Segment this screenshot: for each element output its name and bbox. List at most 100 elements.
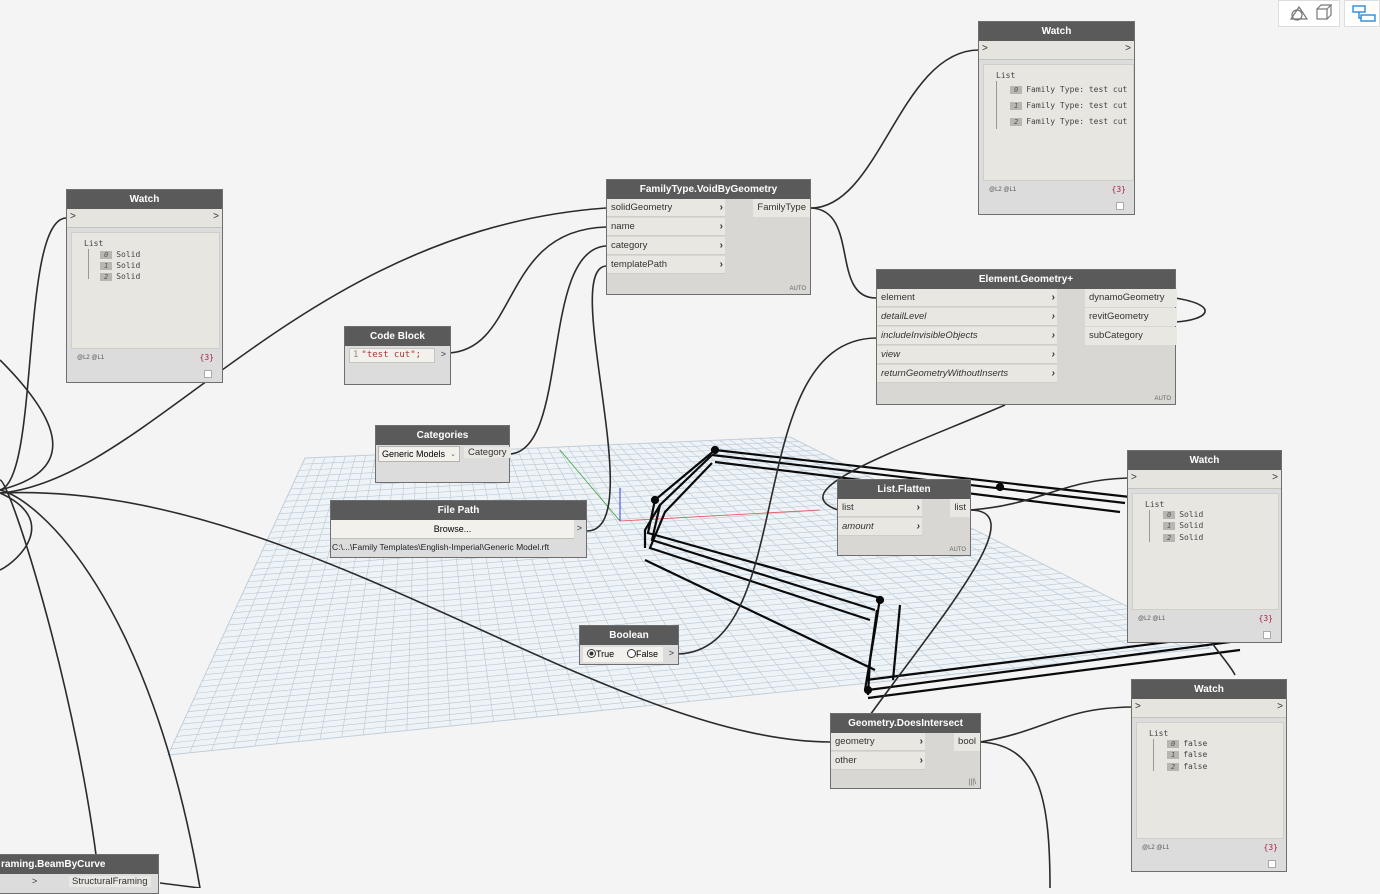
input-port-geometry[interactable]: geometry›	[831, 733, 925, 751]
input-port-amount[interactable]: amount›	[838, 518, 922, 536]
input-port-list[interactable]: list›	[838, 499, 922, 517]
toolbar-geometry-view[interactable]	[1278, 0, 1340, 27]
lacing-label: AUTO	[789, 286, 806, 292]
category-dropdown[interactable]: Generic Models ⌄	[378, 446, 460, 462]
lacing-label: AUTO	[949, 547, 966, 553]
output-port[interactable]: >	[1277, 701, 1283, 712]
output-port[interactable]: >	[440, 349, 446, 359]
lacing-label: AUTO	[1154, 396, 1171, 402]
output-port[interactable]: >	[1125, 43, 1131, 54]
input-port-view[interactable]: view›	[877, 346, 1057, 364]
freeze-checkbox[interactable]	[1116, 202, 1124, 210]
input-port-includeinvisible[interactable]: includeInvisibleObjects›	[877, 327, 1057, 345]
node-title: Watch	[979, 22, 1134, 41]
item-count: {3}	[199, 353, 214, 362]
output-port-structuralframing[interactable]: StructuralFraming	[69, 876, 151, 887]
freeze-checkbox[interactable]	[1268, 860, 1276, 868]
input-port-templatepath[interactable]: templatePath›	[607, 256, 725, 274]
graph-view-icon	[1352, 5, 1376, 22]
output-port[interactable]: >	[668, 648, 674, 658]
list-levels: @L2 @L1	[989, 187, 1017, 193]
node-title: Element.Geometry+	[877, 270, 1175, 289]
wires	[0, 49, 1236, 888]
node-title: Watch	[1128, 451, 1281, 470]
input-port-element[interactable]: element›	[877, 289, 1057, 307]
node-title: Watch	[67, 190, 222, 209]
input-port-returngeometry[interactable]: returnGeometryWithoutInserts›	[877, 365, 1057, 383]
element-geometry-node[interactable]: Element.Geometry+ element› detailLevel› …	[876, 269, 1177, 405]
input-port[interactable]: >	[32, 876, 38, 886]
list-levels: @L2 @L1	[77, 355, 105, 361]
categories-node[interactable]: Categories Generic Models ⌄ Category	[375, 425, 511, 483]
code-editor[interactable]: 1"test cut";	[349, 348, 435, 363]
input-port[interactable]: >	[1131, 472, 1137, 483]
true-radio[interactable]: True	[587, 647, 614, 662]
node-title: Code Block	[345, 327, 450, 346]
node-title: List.Flatten	[838, 480, 970, 499]
file-path-node[interactable]: File Path Browse... > C:\...\Family Temp…	[330, 500, 587, 558]
output-port-familytype[interactable]: FamilyType	[753, 199, 810, 217]
input-port[interactable]: >	[982, 43, 988, 54]
item-count: {3}	[1258, 614, 1273, 623]
item-count: {3}	[1263, 843, 1278, 852]
input-port-name[interactable]: name›	[607, 218, 725, 236]
output-port-subcategory[interactable]: subCategory	[1085, 327, 1177, 345]
browse-button[interactable]: Browse...	[331, 520, 574, 539]
list-levels: @L2 @L1	[1138, 616, 1166, 622]
node-title: Boolean	[580, 626, 678, 645]
node-title: Geometry.DoesIntersect	[831, 714, 980, 733]
file-path-text: C:\...\Family Templates\English-Imperial…	[332, 542, 550, 552]
node-title: File Path	[331, 501, 586, 520]
output-port[interactable]: >	[213, 211, 219, 222]
toolbar-graph-view[interactable]	[1344, 0, 1380, 27]
list-flatten-node[interactable]: List.Flatten list› amount› list AUTO	[837, 479, 971, 556]
node-title: Watch	[1132, 680, 1286, 699]
input-port[interactable]: >	[1135, 701, 1141, 712]
output-port[interactable]: >	[1272, 472, 1278, 483]
output-port[interactable]: >	[576, 523, 582, 533]
input-port-detaillevel[interactable]: detailLevel›	[877, 308, 1057, 326]
input-port[interactable]: >	[70, 211, 76, 222]
geometry-doesintersect-node[interactable]: Geometry.DoesIntersect geometry› other› …	[830, 713, 981, 789]
code-block-node[interactable]: Code Block 1"test cut"; >	[344, 326, 451, 385]
freeze-checkbox[interactable]	[204, 370, 212, 378]
beam-by-curve-node[interactable]: raming.BeamByCurve > StructuralFraming	[0, 854, 159, 894]
false-radio[interactable]: False	[627, 647, 658, 662]
input-port-other[interactable]: other›	[831, 752, 925, 770]
lacing-label: |||\	[968, 779, 976, 786]
chevron-down-icon: ⌄	[450, 451, 456, 458]
input-port-solidgeometry[interactable]: solidGeometry›	[607, 199, 725, 217]
freeze-checkbox[interactable]	[1263, 631, 1271, 639]
node-title: raming.BeamByCurve	[0, 855, 158, 874]
input-port-category[interactable]: category›	[607, 237, 725, 255]
familytype-voidbygeometry-node[interactable]: FamilyType.VoidByGeometry solidGeometry›…	[606, 179, 811, 295]
boolean-node[interactable]: Boolean True False >	[579, 625, 679, 665]
shapes-icon	[1289, 4, 1333, 21]
output-port-list[interactable]: list	[950, 499, 970, 517]
output-port-dynamogeometry[interactable]: dynamoGeometry	[1085, 289, 1177, 307]
output-port-category[interactable]: Category	[464, 447, 511, 458]
output-port-revitgeometry[interactable]: revitGeometry	[1085, 308, 1177, 326]
item-count: {3}	[1111, 185, 1126, 194]
node-title: Categories	[376, 426, 509, 445]
list-levels: @L2 @L1	[1142, 845, 1170, 851]
output-port-bool[interactable]: bool	[954, 733, 980, 751]
